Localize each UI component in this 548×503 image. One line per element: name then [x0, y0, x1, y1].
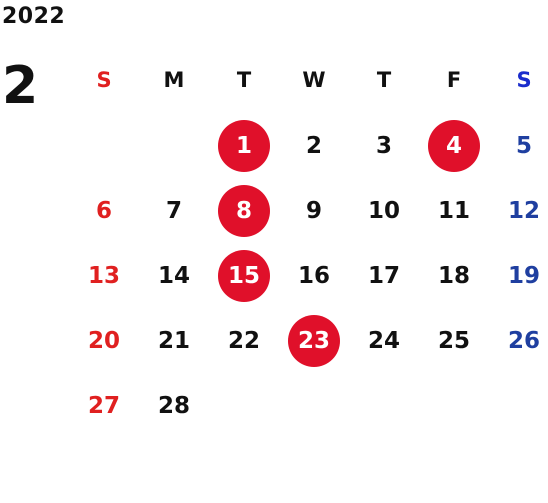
calendar-day: 13: [87, 262, 120, 289]
highlighted-day-marker: 23: [288, 314, 340, 367]
calendar-empty-cell: [349, 373, 419, 438]
calendar-day: 16: [297, 262, 330, 289]
calendar-day: 26: [507, 327, 540, 354]
calendar-empty-cell: [139, 113, 209, 178]
calendar-empty-cell: [489, 373, 548, 438]
highlighted-day-marker: 4: [428, 119, 480, 172]
calendar-day: 27: [87, 392, 120, 419]
calendar-day: 21: [157, 327, 190, 354]
calendar-empty-cell: [69, 113, 139, 178]
highlighted-day-marker: 1: [218, 119, 270, 172]
calendar-day: 23: [279, 308, 349, 373]
weekday-saturday: S: [516, 68, 532, 92]
highlighted-day-marker: 15: [218, 249, 270, 302]
weekday-sunday: S: [96, 68, 112, 92]
calendar-day: 22: [227, 327, 260, 354]
calendar-day: 24: [367, 327, 400, 354]
calendar-day: 2: [305, 132, 322, 159]
calendar-day: 12: [507, 197, 540, 224]
calendar-empty-cell: [419, 373, 489, 438]
year-label: 2022: [2, 4, 66, 29]
calendar-day: 25: [437, 327, 470, 354]
calendar-day: 20: [87, 327, 120, 354]
weekday-thursday: T: [376, 68, 392, 92]
calendar-week: 20 21 22 23 24 25 26: [69, 308, 548, 373]
calendar-day: 10: [367, 197, 400, 224]
highlighted-day-marker: 8: [218, 184, 270, 237]
calendar-day: 8: [209, 178, 279, 243]
weekday-wednesday: W: [302, 68, 326, 92]
calendar-day: 19: [507, 262, 540, 289]
calendar-day: 3: [375, 132, 392, 159]
calendar-empty-cell: [209, 373, 279, 438]
weekday-friday: F: [446, 68, 462, 92]
calendar-day: 17: [367, 262, 400, 289]
calendar-day: 15: [209, 243, 279, 308]
calendar-day: 11: [437, 197, 470, 224]
calendar-day: 1: [209, 113, 279, 178]
weekday-header: S M T W T F S: [69, 47, 548, 113]
weekday-tuesday: T: [236, 68, 252, 92]
calendar-day: 7: [165, 197, 182, 224]
calendar-week: 13 14 15 16 17 18 19: [69, 243, 548, 308]
calendar-day: 9: [305, 197, 322, 224]
calendar-day: 5: [515, 132, 532, 159]
calendar-day: 4: [419, 113, 489, 178]
calendar-week: 27 28: [69, 373, 548, 438]
calendar-day: 6: [95, 197, 112, 224]
calendar-day: 28: [157, 392, 190, 419]
calendar-empty-cell: [279, 373, 349, 438]
calendar-week: 6 7 8 9 10 11 12: [69, 178, 548, 243]
weekday-monday: M: [163, 68, 185, 92]
calendar-day: 18: [437, 262, 470, 289]
calendar-week: 1 2 3 4 5: [69, 113, 548, 178]
month-label: 2: [2, 56, 39, 116]
calendar-day: 14: [157, 262, 190, 289]
